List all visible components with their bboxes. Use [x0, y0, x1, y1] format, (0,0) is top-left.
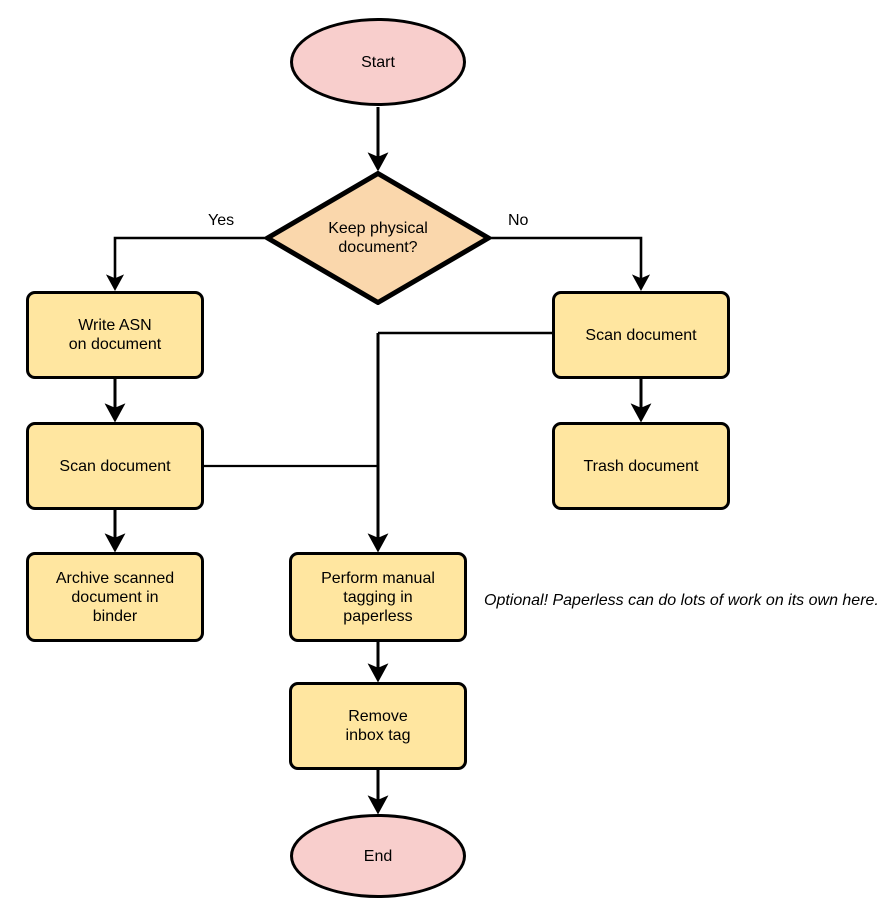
- node-remove-inbox-tag-label: Remove inbox tag: [345, 708, 411, 744]
- node-archive-scanned-document-in-binder[interactable]: Archive scanned document in binder: [26, 552, 204, 642]
- node-remove-inbox-tag[interactable]: Remove inbox tag: [289, 682, 467, 770]
- node-write-asn-on-document[interactable]: Write ASN on document: [26, 291, 204, 379]
- edge-label-no: No: [508, 212, 529, 229]
- annotation-optional-note: Optional! Paperless can do lots of work …: [484, 592, 879, 609]
- edge-decision-no-to-scan-right: [491, 236, 651, 292]
- node-scan-document-right[interactable]: Scan document: [552, 291, 730, 379]
- node-decision-label: Keep physical document?: [328, 220, 428, 256]
- node-start-label: Start: [361, 53, 395, 71]
- node-trash-document-label: Trash document: [583, 457, 699, 475]
- node-end[interactable]: End: [290, 814, 466, 898]
- node-decision-keep-physical-document[interactable]: Keep physical document?: [265, 171, 491, 305]
- node-scan-document-left[interactable]: Scan document: [26, 422, 204, 510]
- node-write-asn-label: Write ASN on document: [68, 317, 162, 353]
- edge-decision-yes-to-write-asn: [105, 236, 265, 292]
- node-manual-tagging-label: Perform manual tagging in paperless: [321, 569, 435, 625]
- edge-label-yes: Yes: [208, 212, 235, 229]
- node-end-label: End: [363, 847, 393, 865]
- node-scan-document-right-label: Scan document: [585, 326, 697, 344]
- diamond-shape: [265, 171, 491, 305]
- node-start[interactable]: Start: [290, 18, 466, 106]
- node-perform-manual-tagging-in-paperless[interactable]: Perform manual tagging in paperless: [289, 552, 467, 642]
- node-scan-document-left-label: Scan document: [59, 457, 171, 475]
- node-trash-document[interactable]: Trash document: [552, 422, 730, 510]
- node-archive-binder-label: Archive scanned document in binder: [55, 569, 175, 625]
